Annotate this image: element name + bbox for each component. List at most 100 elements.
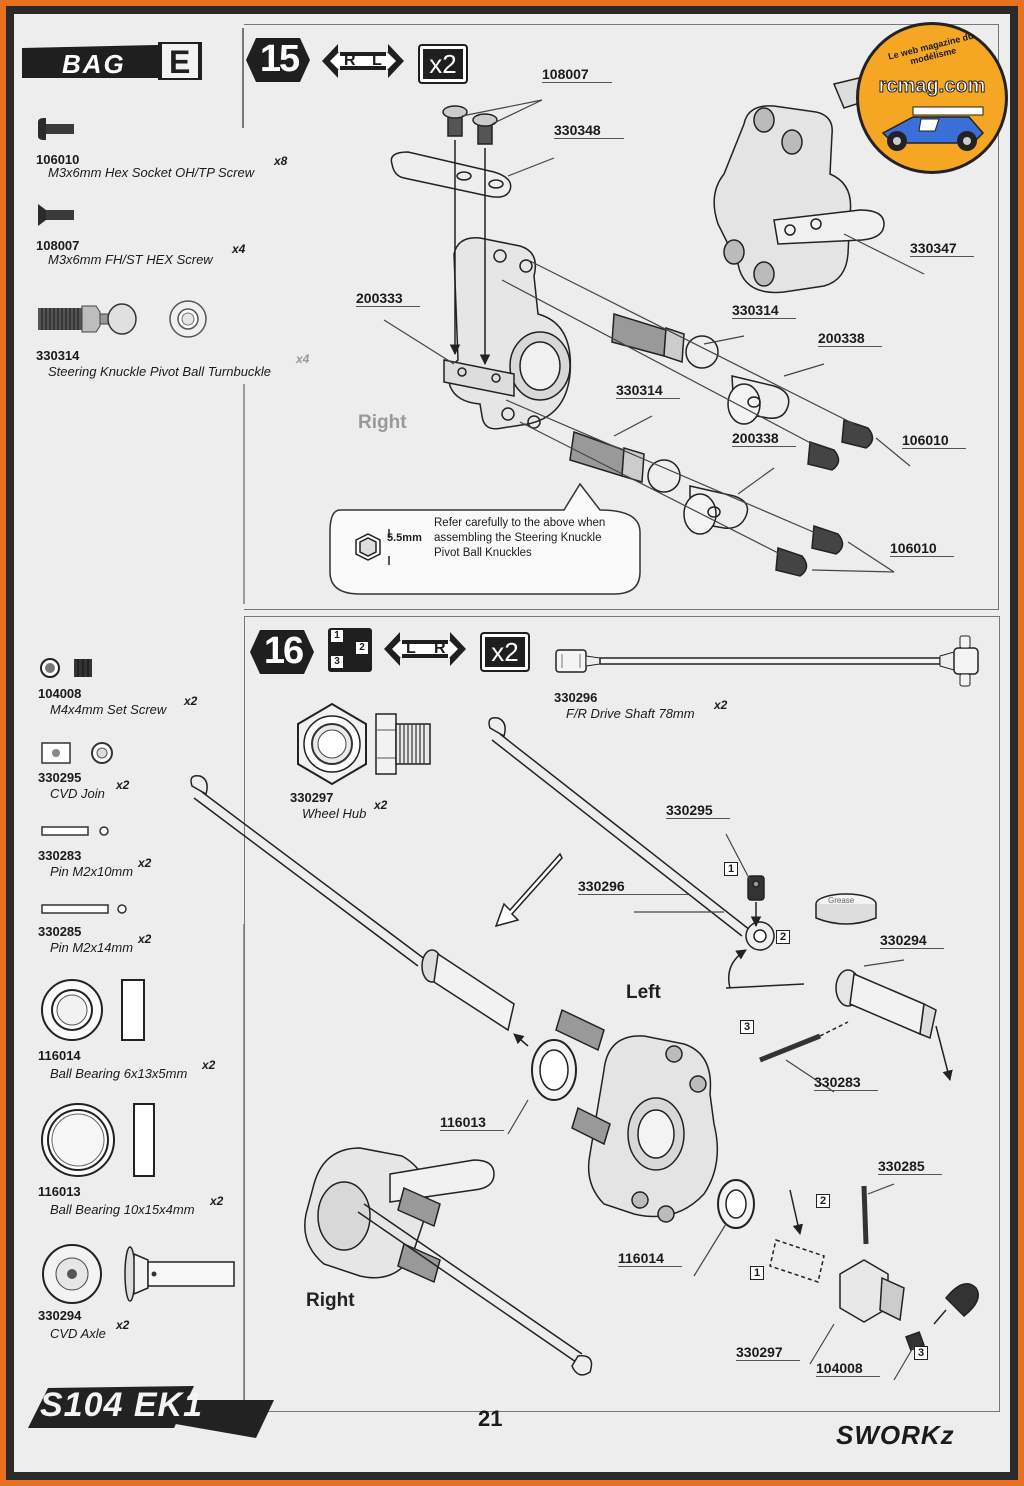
quantity-badge: x2 xyxy=(418,44,468,84)
ball-bearing-small-icon xyxy=(41,979,145,1041)
sub-step-box: 3 xyxy=(740,1020,754,1034)
set-screw-icon xyxy=(40,658,92,678)
side-label: Left xyxy=(626,982,661,1003)
flat-head-screw-icon xyxy=(38,204,74,226)
part-callout: 106010 xyxy=(890,540,954,557)
part-code: 330297 xyxy=(290,790,334,805)
sub-step-box: 1 xyxy=(750,1266,764,1280)
note-dimension: 5.5mm xyxy=(387,532,422,544)
watermark-badge: Le web magazine du modélisme rcmag.com xyxy=(856,22,1008,174)
part-code: 330296 xyxy=(554,690,598,705)
sub-step-box: 2 xyxy=(816,1194,830,1208)
note-line: assembling the Steering Knuckle xyxy=(434,532,602,544)
part-code: 330294 xyxy=(38,1308,82,1323)
step-number: 15 xyxy=(259,38,300,80)
step-16-diagram xyxy=(190,716,979,1381)
pin-short-icon xyxy=(41,826,109,836)
part-name: M3x6mm FH/ST HEX Screw xyxy=(48,252,213,267)
grease-label: Grease xyxy=(828,896,855,905)
bag-header: BAG E xyxy=(22,42,230,82)
side-swap-icon xyxy=(384,632,466,666)
part-callout: 330285 xyxy=(878,1158,942,1175)
part-callout: 330347 xyxy=(910,240,974,257)
hex-socket-screw-icon xyxy=(38,118,74,140)
seq-step: 1 xyxy=(331,630,343,642)
part-qty: x2 xyxy=(138,932,152,946)
part-callout: 330297 xyxy=(736,1344,800,1361)
step-15-diagram xyxy=(329,69,951,595)
part-callout: 104008 xyxy=(816,1360,880,1377)
part-callout: 330295 xyxy=(666,802,730,819)
part-callout: 200338 xyxy=(732,430,796,447)
part-name: F/R Drive Shaft 78mm xyxy=(566,706,695,721)
part-name: Steering Knuckle Pivot Ball Turnbuckle xyxy=(48,364,272,379)
part-code: 116014 xyxy=(38,1048,81,1063)
part-name: Pin M2x10mm xyxy=(50,864,134,879)
part-callout: 200333 xyxy=(356,290,420,307)
part-code: 330314 xyxy=(36,348,80,363)
part-qty: x2 xyxy=(116,1318,130,1332)
seq-step: 3 xyxy=(331,656,343,668)
part-code: 330295 xyxy=(38,770,82,785)
part-code: 116013 xyxy=(38,1184,81,1199)
part-callout: 106010 xyxy=(902,432,966,449)
side-label: Right xyxy=(306,1290,355,1311)
brand-logo-text: SWORKz xyxy=(836,1420,955,1450)
part-callout: 330283 xyxy=(814,1074,878,1091)
manual-page: BAG E 106010 M3x6mm Hex Socket OH/TP Scr… xyxy=(14,14,1010,1472)
part-qty: x2 xyxy=(202,1058,216,1072)
step-15-panel xyxy=(244,24,999,610)
bag-label: BAG xyxy=(62,49,126,79)
part-qty: x8 xyxy=(274,154,288,168)
part-name: CVD Join xyxy=(50,786,105,801)
drive-shaft-icon xyxy=(555,635,979,687)
header-rule xyxy=(242,28,244,128)
part-code: 108007 xyxy=(36,238,80,253)
parts-list-rule xyxy=(243,384,245,604)
part-code: 330283 xyxy=(38,848,82,863)
part-callout: 330294 xyxy=(880,932,944,949)
seq-step: 2 xyxy=(356,642,368,654)
sequence-icon: 1 2 3 xyxy=(328,628,372,672)
part-qty: x2 xyxy=(374,798,388,812)
part-callout: 330314 xyxy=(616,382,680,399)
product-logo-text: S104 EK1 xyxy=(40,1386,203,1424)
part-qty: x4 xyxy=(232,242,246,256)
sub-step-box: 1 xyxy=(724,862,738,876)
parts-list-rule xyxy=(243,924,245,1404)
part-name: M4x4mm Set Screw xyxy=(50,702,167,717)
ball-bearing-large-icon xyxy=(41,1103,155,1177)
wheel-hub-icon xyxy=(297,702,431,786)
note-line: Refer carefully to the above when xyxy=(434,517,606,529)
cvd-join-icon xyxy=(41,742,113,764)
part-callout: 116014 xyxy=(618,1250,682,1267)
part-callout: 116013 xyxy=(440,1114,504,1131)
part-callout: 330348 xyxy=(554,122,624,139)
side-letter-left: L xyxy=(406,640,416,657)
cvd-axle-icon xyxy=(42,1244,235,1304)
step-16-panel xyxy=(244,616,1000,1412)
step-number: 16 xyxy=(263,630,304,672)
part-name: Pin M2x14mm xyxy=(50,940,134,955)
part-code: 330285 xyxy=(38,924,82,939)
quantity-badge: x2 xyxy=(480,632,530,672)
part-name: M3x6mm Hex Socket OH/TP Screw xyxy=(48,165,255,180)
note-line: Pivot Ball Knuckles xyxy=(434,547,532,559)
side-swap-icon xyxy=(322,44,404,78)
part-qty: x2 xyxy=(138,856,152,870)
product-logo xyxy=(24,1382,284,1442)
side-letter-right: R xyxy=(434,640,446,657)
assembly-note: Refer carefully to the above when assemb… xyxy=(434,516,605,561)
part-qty: x2 xyxy=(184,694,198,708)
pivot-ball-turnbuckle-icon xyxy=(38,300,207,338)
part-name: Ball Bearing 6x13x5mm xyxy=(50,1066,188,1081)
rc-car-icon xyxy=(881,106,985,151)
part-callout: 108007 xyxy=(542,66,612,83)
parts-list: 106010 M3x6mm Hex Socket OH/TP Screw x8 … xyxy=(14,14,309,1414)
part-qty: x2 xyxy=(116,778,130,792)
step-number-badge xyxy=(246,38,310,82)
part-qty: x4 xyxy=(296,352,310,366)
part-qty: x2 xyxy=(210,1194,224,1208)
sub-step-box: 2 xyxy=(776,930,790,944)
part-name: Ball Bearing 10x15x4mm xyxy=(50,1202,195,1217)
